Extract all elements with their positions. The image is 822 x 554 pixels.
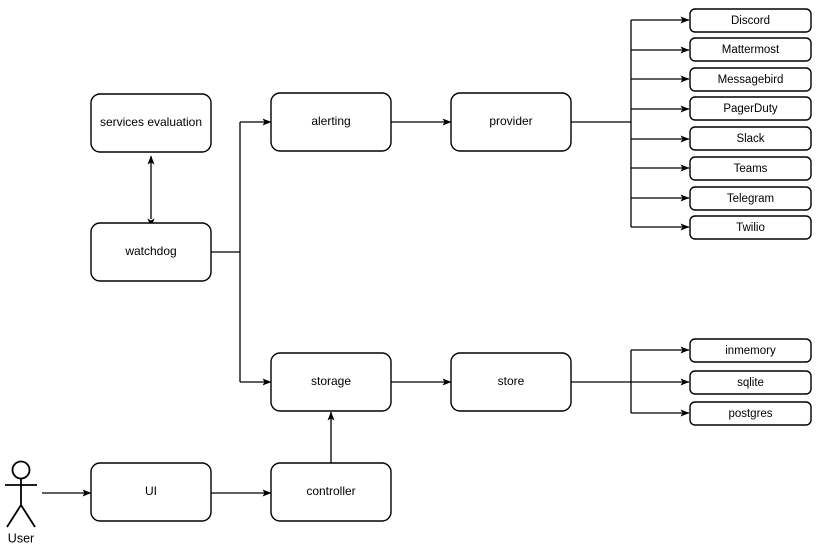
store-node-0-label: inmemory [725,345,776,357]
provider-node-3-label: PagerDuty [723,103,778,115]
edge-store-fanout [571,346,690,417]
node-watchdog-label: watchdog [124,244,176,258]
node-provider-label: provider [489,114,532,128]
provider-node-4-label: Slack [736,133,764,145]
node-storage-label: storage [311,374,351,388]
node-ui-label: UI [145,484,157,498]
node-watchdog[interactable]: watchdog [90,222,212,282]
provider-node-5[interactable]: Teams [689,156,812,181]
user-actor-label: User [8,531,34,545]
edge-provider-fanout [571,16,690,231]
provider-node-4[interactable]: Slack [689,126,812,151]
node-services-evaluation-label: services evaluation [100,115,202,129]
provider-node-2-label: Messagebird [718,74,784,86]
node-storage[interactable]: storage [270,352,392,412]
node-alerting-label: alerting [311,114,350,128]
store-node-2[interactable]: postgres [689,401,812,426]
provider-node-6-label: Telegram [727,193,774,205]
user-actor: User [5,460,37,545]
node-controller[interactable]: controller [270,462,392,522]
node-store[interactable]: store [450,352,572,412]
provider-node-3[interactable]: PagerDuty [689,96,812,121]
node-ui[interactable]: UI [90,462,212,522]
node-services-evaluation[interactable]: services evaluation [90,93,212,153]
edge-watchdog-branch-bus [211,122,241,382]
provider-node-5-label: Teams [734,163,768,175]
provider-node-1-label: Mattermost [722,44,780,56]
provider-node-7-label: Twilio [736,222,765,234]
provider-node-7[interactable]: Twilio [689,215,812,240]
store-node-2-label: postgres [728,408,772,420]
provider-node-6[interactable]: Telegram [689,186,812,211]
provider-node-0-label: Discord [731,15,770,27]
node-provider[interactable]: provider [450,92,572,152]
node-alerting[interactable]: alerting [270,92,392,152]
store-node-1[interactable]: sqlite [689,370,812,395]
provider-node-2[interactable]: Messagebird [689,67,812,92]
store-node-0[interactable]: inmemory [689,338,812,363]
store-node-1-label: sqlite [737,377,764,389]
node-store-label: store [498,374,525,388]
node-controller-label: controller [306,484,355,498]
provider-node-0[interactable]: Discord [689,8,812,33]
provider-node-1[interactable]: Mattermost [689,37,812,62]
